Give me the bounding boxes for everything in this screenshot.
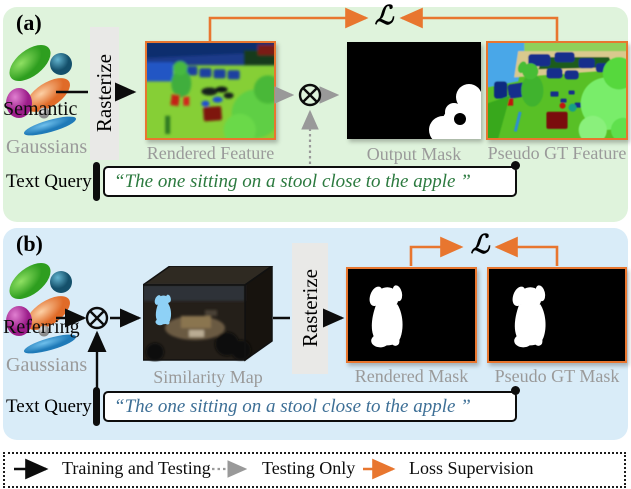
gaussians-label-a: Gaussians [6, 136, 88, 158]
panel-a-tag: (a) [16, 10, 42, 35]
rasterize-label-a: Rasterize [92, 54, 116, 133]
rasterize-block-b: Rasterize [292, 243, 328, 374]
pseudo-gt-mask-label: Pseudo GT Mask [494, 366, 620, 386]
pseudo-gt-mask-image [487, 267, 627, 363]
legend-box [3, 452, 626, 488]
gaussians-label-b: Gaussians [6, 354, 88, 376]
text-query-box-b: “The one sitting on a stool close to the… [93, 386, 520, 426]
semantic-gaussians-icon [4, 37, 78, 138]
rendered-mask-image [346, 267, 477, 363]
query-box-b: “The one sitting on a stool close to the… [103, 391, 517, 422]
loss-symbol-a: ℒ [374, 1, 394, 30]
legend-training-label: Training and Testing [62, 458, 211, 478]
rendered-mask-label: Rendered Mask [354, 366, 469, 386]
similarity-map-label: Similarity Map [153, 367, 263, 387]
panel-b-tag: (b) [16, 231, 43, 256]
text-query-label-a: Text Query [6, 171, 92, 192]
pseudo-gt-feature-label: Pseudo GT Feature [487, 143, 627, 163]
loss-symbol-b: ℒ [470, 230, 490, 259]
output-mask-label: Output Mask [366, 144, 462, 164]
text-query-box-a: “The one sitting on a stool close to the… [93, 161, 520, 201]
query-text-b: “The one sitting on a stool close to the… [114, 395, 471, 417]
query-clamp-icon [93, 387, 100, 426]
pseudo-gt-feature-image [486, 41, 628, 140]
semantic-label: Semantic [3, 98, 78, 120]
query-box-a: “The one sitting on a stool close to the… [103, 166, 517, 197]
query-pin-icon [511, 386, 520, 395]
output-mask-image [347, 42, 481, 139]
referring-gaussians-icon [4, 255, 78, 356]
rendered-feature-image [145, 41, 276, 140]
referring-label: Referring [3, 316, 80, 338]
query-clamp-icon [93, 162, 100, 201]
text-query-label-b: Text Query [6, 396, 92, 417]
legend-testing-label: Testing Only [262, 458, 356, 478]
rasterize-label-b: Rasterize [297, 269, 322, 348]
rasterize-block-a: Rasterize [90, 27, 119, 160]
legend-loss-label: Loss Supervision [409, 458, 534, 478]
similarity-map-image [140, 264, 275, 362]
rendered-feature-label: Rendered Feature [146, 143, 275, 163]
query-text-a: “The one sitting on a stool close to the… [114, 170, 471, 192]
query-pin-icon [511, 161, 520, 170]
